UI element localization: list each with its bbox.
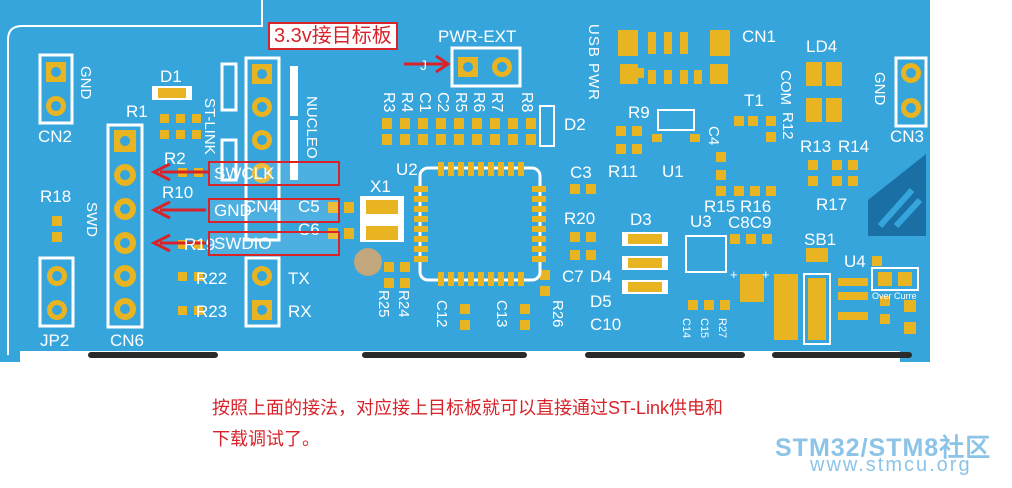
label-r18: R18 <box>40 187 72 206</box>
label-r1: R1 <box>126 102 148 121</box>
label-cn4: CN4 <box>244 197 279 216</box>
label-r10: R10 <box>162 183 194 202</box>
label-r20: R20 <box>564 209 596 228</box>
caption-line-1: 按照上面的接法，对应接上目标板就可以直接通过ST-Link供电和 <box>212 398 724 418</box>
label-rx: RX <box>288 302 312 321</box>
mount-slot-4 <box>772 352 912 358</box>
label-c14: C14 <box>680 318 692 339</box>
callout-3v3-target: 3.3v接目标板 <box>268 22 398 50</box>
label-u1: U1 <box>662 162 684 181</box>
label-gnd-right: GND <box>871 72 888 106</box>
label-com: COM <box>777 70 794 105</box>
label-st-link: ST-LINK <box>201 98 218 155</box>
label-r4: R4 <box>398 92 415 113</box>
mount-slot-2 <box>362 352 527 358</box>
label-c4: C4 <box>705 126 722 146</box>
label-c7: C7 <box>562 267 584 286</box>
label-r8: R8 <box>518 92 535 113</box>
label-usb-pwr: USB PWR <box>585 24 602 102</box>
callout-gnd: GND <box>208 198 340 223</box>
label-cn1: CN1 <box>742 27 777 46</box>
label-sb1: SB1 <box>804 230 837 249</box>
label-d1: D1 <box>160 67 182 86</box>
label-r2: R2 <box>164 149 186 168</box>
label-c12: C12 <box>433 300 450 328</box>
label-r9: R9 <box>628 103 650 122</box>
label-r11: R11 <box>608 162 638 181</box>
label-d4: D4 <box>590 267 612 286</box>
label-r14: R14 <box>838 137 870 156</box>
label-over-current: Over Curre <box>872 291 917 301</box>
label-cn3: CN3 <box>890 127 925 146</box>
label-r22: R22 <box>196 269 228 288</box>
label-nucleo: NUCLEO <box>303 96 320 159</box>
label-c6: C6 <box>298 220 320 239</box>
label-r3: R3 <box>380 92 397 113</box>
label-x1: X1 <box>370 177 391 196</box>
label-r25: R25 <box>375 290 392 318</box>
label-t1: T1 <box>744 91 764 110</box>
label-r15: R15 <box>704 197 736 216</box>
callout-swclk: SWCLK <box>208 161 340 186</box>
label-gnd-left: GND <box>77 66 94 100</box>
label-c2: C2 <box>434 92 451 113</box>
caption: 按照上面的接法，对应接上目标板就可以直接通过ST-Link供电和 下载调试了。 <box>212 393 852 455</box>
label-r16: R16 <box>740 197 772 216</box>
mount-slot-3 <box>585 352 745 358</box>
label-d5: D5 <box>590 292 612 311</box>
label-c3: C3 <box>570 163 592 182</box>
label-tx: TX <box>288 269 310 288</box>
label-ld4: LD4 <box>806 37 838 56</box>
label-c13: C13 <box>493 300 510 328</box>
label-plus-1: + <box>730 267 738 282</box>
label-u4: U4 <box>844 252 866 271</box>
label-r24: R24 <box>395 290 412 318</box>
label-r5: R5 <box>452 92 469 113</box>
label-jp2: JP2 <box>40 331 70 350</box>
watermark-brand: STM32/STM8社区 <box>775 434 992 462</box>
label-r7: R7 <box>488 92 505 113</box>
label-u2: U2 <box>396 160 418 179</box>
label-c15: C15 <box>698 318 710 339</box>
label-c8c9: C8C9 <box>728 213 772 232</box>
label-cn6: CN6 <box>110 331 145 350</box>
label-r27: R27 <box>716 318 728 339</box>
label-r26: R26 <box>549 300 566 328</box>
label-r23: R23 <box>196 302 228 321</box>
label-c5: C5 <box>298 197 320 216</box>
label-r6: R6 <box>470 92 487 113</box>
label-u3: U3 <box>690 212 712 231</box>
callout-swdio: SWDIO <box>208 231 340 256</box>
board-outline <box>7 0 263 41</box>
pcb-board <box>0 0 930 362</box>
label-j: J <box>420 57 427 73</box>
label-r12: R12 <box>779 112 796 140</box>
label-pwr-ext: PWR-EXT <box>438 27 517 46</box>
label-c1: C1 <box>416 92 433 113</box>
label-c10: C10 <box>590 315 622 334</box>
label-r13: R13 <box>800 137 832 156</box>
label-d2: D2 <box>564 115 586 134</box>
mount-slot-1 <box>88 352 218 358</box>
label-d3: D3 <box>630 210 652 229</box>
label-swd: SWD <box>83 202 100 237</box>
caption-line-2: 下载调试了。 <box>212 429 320 449</box>
watermark-url: www.stmcu.org <box>810 454 972 476</box>
label-cn2: CN2 <box>38 127 73 146</box>
label-r17: R17 <box>816 195 848 214</box>
label-r19: R19 <box>184 235 216 254</box>
label-plus-2: + <box>762 267 770 282</box>
